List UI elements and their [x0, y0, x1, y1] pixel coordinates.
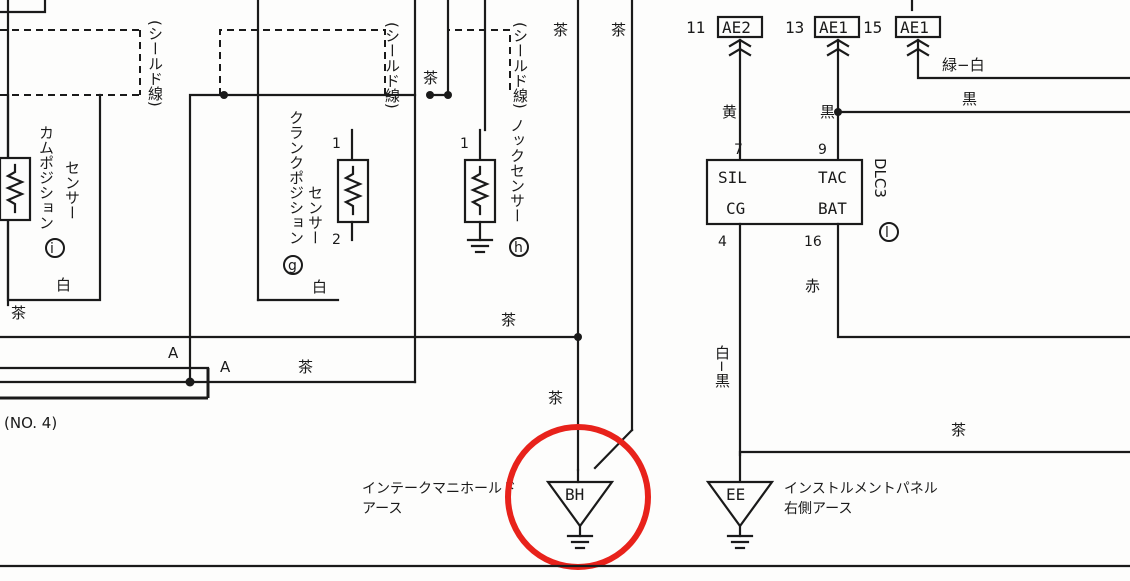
wire-color-cha-2: 茶 — [609, 22, 627, 37]
svg-text:i: i — [50, 241, 54, 257]
ground-ee-label2: 右側アース — [784, 501, 852, 517]
wire-color-kuro: 黒 — [818, 104, 836, 119]
svg-text:l: l — [885, 225, 889, 241]
knock-sensor-name: ノックセンサー — [508, 118, 526, 223]
ground-ee: 茶 EE インストルメントパネル 右側アース — [705, 422, 1130, 550]
bus-lines: A A 茶 (NO. 4) — [0, 333, 582, 432]
wire-color-cha-3: 茶 — [499, 312, 517, 327]
cam-sensor-block: カムポジション センサー i 白 — [0, 93, 102, 302]
bus-number-label: (NO. 4) — [4, 414, 57, 432]
cam-sensor-name: カムポジション — [37, 125, 55, 230]
wire-color-midori-shiro: 緑−白 — [942, 56, 985, 74]
ground-ee-label1: インストルメントパネル — [784, 481, 938, 497]
dlc3-block: 7 9 SIL TAC CG BAT 4 16 DLC3 l 赤 白−黒 — [705, 142, 1130, 484]
dlc3-badge — [879, 222, 899, 242]
connectors-top-right: 11 AE2 13 AE1 15 AE1 緑−白 黒 黄 黒 — [686, 0, 1130, 162]
junction-dot — [426, 91, 434, 99]
crank-sensor-badge — [283, 255, 303, 275]
dlc3-bat: BAT — [818, 199, 847, 218]
dlc3-cg: CG — [726, 199, 745, 218]
junction-dot — [834, 108, 842, 116]
ground-bh: BH インテークマニホールド アース — [362, 424, 651, 570]
connector-ae2: AE2 — [722, 18, 751, 37]
connector-pin-13: 13 — [785, 18, 804, 37]
dlc3-box — [705, 158, 864, 226]
crank-pin-1: 1 — [332, 136, 341, 152]
connector-a-label-2: A — [220, 358, 231, 376]
knock-sensor-block: 1 ノックセンサー h — [460, 118, 529, 257]
crank-wire-color: 白 — [312, 278, 327, 296]
cam-sensor-name2: センサー — [63, 160, 81, 220]
cam-sensor-badge — [45, 238, 65, 258]
wire-color-ki: 黄 — [720, 104, 738, 119]
cam-wire-color: 白 — [56, 276, 71, 294]
junction-dot — [220, 91, 228, 99]
shield-label-3: (シールド線) — [511, 22, 529, 109]
wire-color-cha-bus: 茶 — [298, 358, 313, 376]
ground-bh-label1: インテークマニホールド — [362, 481, 516, 497]
dlc3-pin-16: 16 — [804, 234, 822, 250]
junction-dot — [574, 333, 582, 341]
ground-ee-code: EE — [726, 485, 745, 504]
dlc3-tac: TAC — [818, 168, 847, 187]
connector-a-label-1: A — [168, 344, 179, 362]
shield-label-2: (シールド線) — [383, 22, 401, 109]
ground-bh-code: BH — [565, 485, 584, 504]
knock-pin-1: 1 — [460, 136, 469, 152]
crank-sensor-block: 1 2 クランクポジション センサー g 白 — [256, 0, 370, 302]
connector-ae1-a: AE1 — [819, 18, 848, 37]
svg-text:g: g — [288, 258, 297, 274]
shield-lines: (シールド線) (シールド線) (シールド線) 茶 — [146, 20, 529, 109]
junction-dot — [444, 91, 452, 99]
connector-pin-11: 11 — [686, 18, 705, 37]
wire-color-cha-shield: 茶 — [421, 70, 439, 85]
crank-pin-2: 2 — [332, 232, 341, 248]
crank-sensor-name2: センサー — [306, 185, 324, 245]
connector-pin-15: 15 — [863, 18, 882, 37]
wire-color-shiro-kuro: 白−黒 — [713, 345, 731, 388]
shield-label-1: (シールド線) — [146, 20, 164, 107]
dlc3-sil: SIL — [718, 168, 747, 187]
dlc3-pin-9: 9 — [818, 142, 827, 158]
dlc3-pin-4: 4 — [718, 234, 727, 250]
knock-sensor-badge — [509, 237, 529, 257]
dlc3-pin-7: 7 — [734, 142, 743, 158]
connector-ae1-b: AE1 — [900, 18, 929, 37]
crank-sensor-name: クランクポジション — [287, 110, 305, 245]
junction-dot — [185, 377, 195, 387]
wire-color-cha-left: 茶 — [9, 305, 27, 320]
harness-wires: 茶 茶 茶 茶 — [188, 0, 634, 472]
wire-color-cha-4: 茶 — [546, 390, 564, 405]
ground-bh-label2: アース — [362, 501, 402, 517]
wire-color-aka: 赤 — [803, 278, 821, 293]
svg-text:h: h — [514, 240, 523, 256]
wire-color-cha-1: 茶 — [551, 22, 569, 37]
wire-color-cha-ee: 茶 — [949, 422, 967, 437]
dlc3-name: DLC3 — [871, 158, 889, 198]
wire-color-kuro-2: 黒 — [962, 90, 977, 108]
